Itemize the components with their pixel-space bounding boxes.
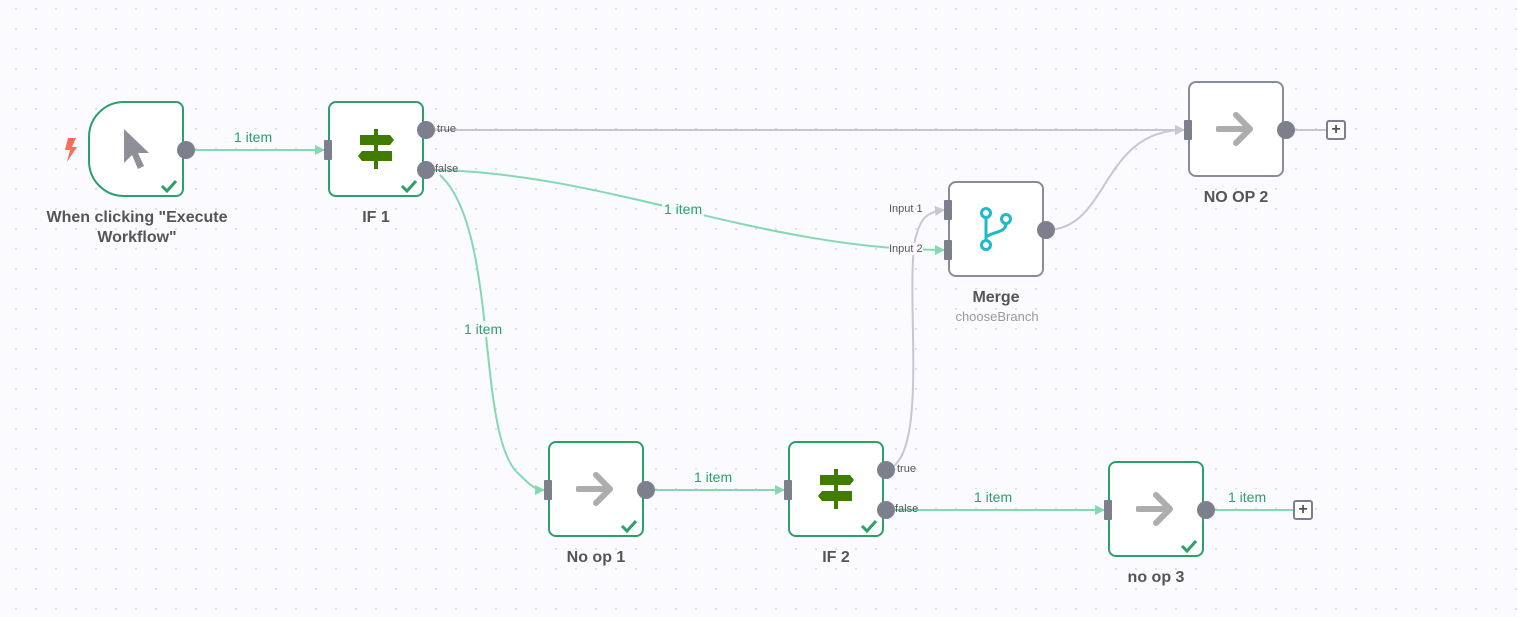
noop3-input-handle[interactable]	[1104, 500, 1112, 520]
node-if2[interactable]	[788, 441, 884, 537]
node-label-if1: IF 1	[362, 209, 390, 226]
signpost-icon	[818, 469, 854, 509]
edge-label-if2-noop3: 1 item	[972, 489, 1015, 505]
arrow-right-icon	[576, 472, 613, 506]
trigger-output-handle[interactable]	[177, 141, 195, 159]
noop1-output-handle[interactable]	[637, 481, 655, 499]
noop2-add-node-button[interactable]: +	[1326, 120, 1346, 140]
if1-true-label: true	[437, 123, 456, 135]
node-trigger[interactable]	[88, 101, 184, 197]
arrow-right-icon	[1216, 112, 1253, 146]
cursor-icon	[124, 129, 149, 169]
edge-label-if1-merge: 1 item	[662, 201, 705, 217]
node-noop1[interactable]	[548, 441, 644, 537]
arrow-right-icon	[1136, 492, 1173, 526]
edge-label-trigger-if1: 1 item	[232, 129, 275, 145]
merge-input2-handle[interactable]	[944, 240, 952, 260]
signpost-icon	[358, 129, 394, 169]
success-check-icon	[160, 179, 178, 193]
node-label-noop1: No op 1	[566, 549, 626, 566]
node-label-noop2: NO OP 2	[1203, 189, 1269, 206]
success-check-icon	[400, 179, 418, 193]
branch-icon	[980, 207, 1012, 251]
if1-input-handle[interactable]	[324, 140, 332, 160]
edge-if2-true-merge[interactable]	[885, 205, 945, 471]
if1-true-output-handle[interactable]	[417, 121, 435, 139]
success-check-icon	[1180, 539, 1198, 553]
node-label-noop3: no op 3	[1127, 569, 1185, 586]
node-merge[interactable]	[948, 181, 1044, 277]
node-if1[interactable]	[328, 101, 424, 197]
node-subtitle-merge: chooseBranch	[955, 309, 1039, 324]
node-noop2[interactable]	[1188, 81, 1284, 177]
if2-false-label: false	[895, 503, 919, 515]
merge-input1-handle[interactable]	[944, 200, 952, 220]
noop3-output-handle[interactable]	[1197, 501, 1215, 519]
node-noop3[interactable]	[1108, 461, 1204, 557]
if2-true-output-handle[interactable]	[877, 461, 895, 479]
success-check-icon	[620, 519, 638, 533]
if2-false-output-handle[interactable]	[877, 501, 895, 519]
node-label-if2: IF 2	[822, 549, 850, 566]
success-check-icon	[860, 519, 878, 533]
trigger-bolt-icon	[65, 138, 77, 162]
edge-label-if1-noop1: 1 item	[462, 321, 505, 337]
edge-label-noop3-add: 1 item	[1226, 489, 1269, 505]
node-label-merge: Merge	[972, 289, 1020, 306]
if1-false-output-handle[interactable]	[417, 161, 435, 179]
merge-input1-label: Input 1	[889, 203, 923, 215]
edge-merge-noop2[interactable]	[1045, 125, 1185, 231]
if2-input-handle[interactable]	[784, 480, 792, 500]
node-label-trigger: When clicking "Execute Workflow"	[46, 209, 228, 246]
merge-output-handle[interactable]	[1037, 221, 1055, 239]
noop2-output-handle[interactable]	[1277, 121, 1295, 139]
if2-true-label: true	[897, 463, 916, 475]
noop2-input-handle[interactable]	[1184, 120, 1192, 140]
edge-label-noop1-if2: 1 item	[692, 469, 735, 485]
edge-if1-false-noop1[interactable]	[439, 174, 545, 495]
merge-input2-label: Input 2	[889, 243, 923, 255]
noop3-add-node-button[interactable]: +	[1293, 500, 1313, 520]
noop1-input-handle[interactable]	[544, 480, 552, 500]
if1-false-label: false	[435, 163, 459, 175]
